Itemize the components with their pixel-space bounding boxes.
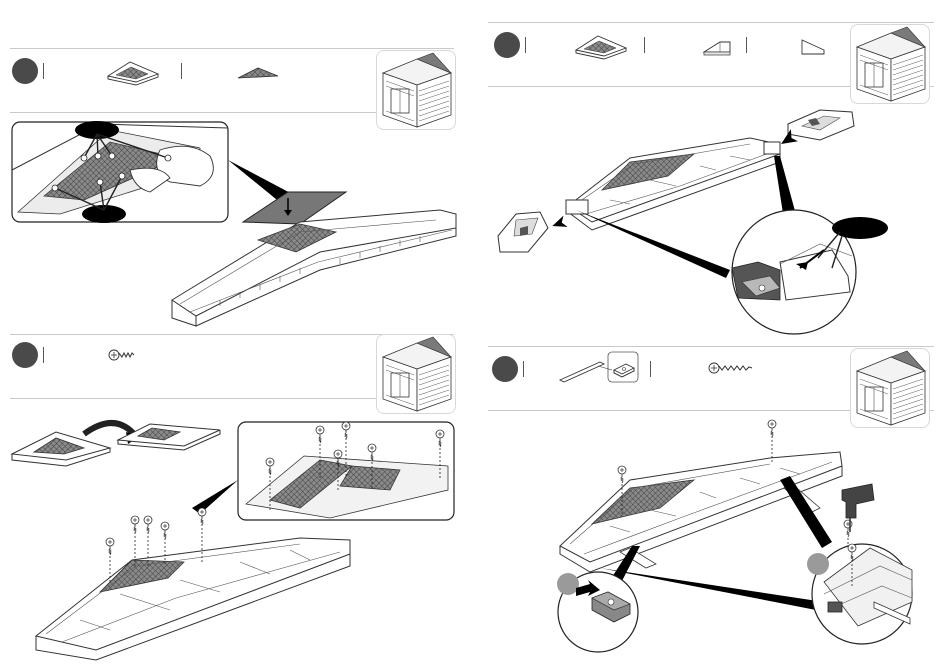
step-2-panel <box>0 330 470 672</box>
step-1-panel <box>0 0 470 330</box>
step-4-assembly <box>480 340 950 672</box>
step-3-assembly <box>480 0 950 340</box>
step-3-panel <box>480 0 950 340</box>
step-2-gable-frame <box>0 330 470 672</box>
step-4-panel <box>480 340 950 672</box>
step-1-gable-frame <box>0 0 470 330</box>
